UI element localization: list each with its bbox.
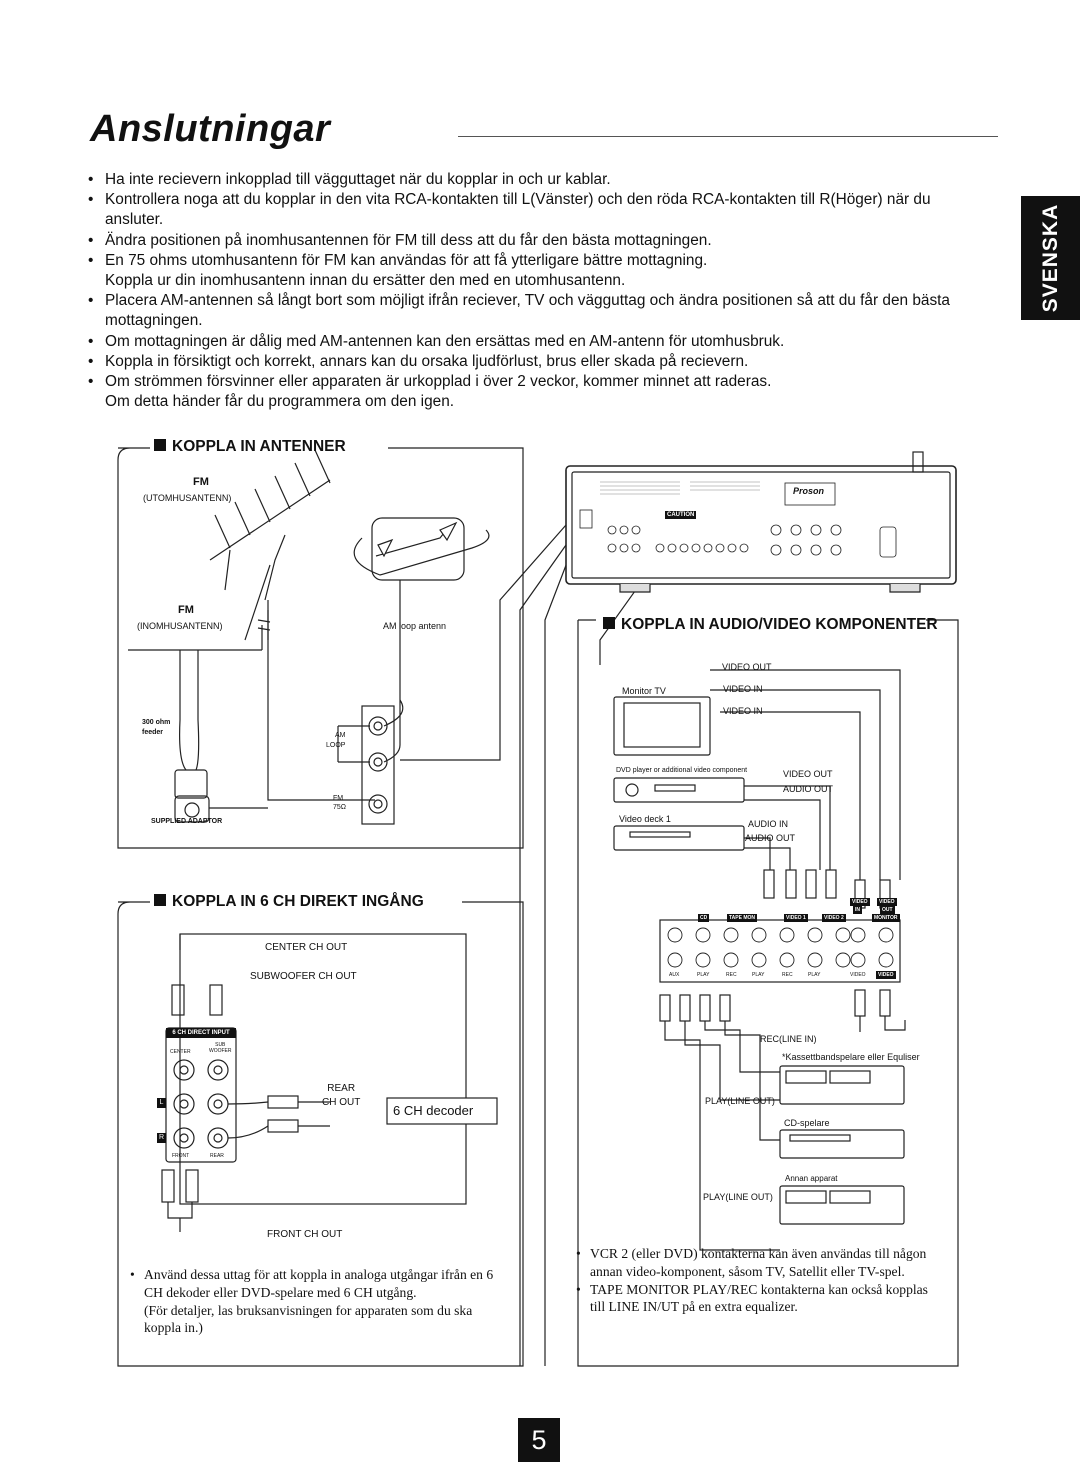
page-number: 5 [518,1418,560,1462]
decoder-label: 6 CH decoder [393,1103,474,1118]
supplied-adaptor-label: SUPPLIED ADAPTOR [151,818,223,825]
direct-heading: KOPPLA IN 6 CH DIREKT INGÅNG [154,893,424,911]
panel-video-in-label: IN [853,906,862,914]
note-item: •Om mottagningen är dålig med AM-antenne… [88,332,785,350]
direct-text-note: (För detaljer, las bruksanvisningen for … [144,1302,473,1336]
other-device-label: Annan apparat [785,1174,838,1183]
page-title: Anslutningar [90,108,331,150]
deck-audio-in-label: AUDIO IN [748,819,789,829]
note-item: Koppla ur din inomhusantenn innan du ers… [105,272,626,290]
note-item: •En 75 ohms utomhusantenn för FM kan anv… [88,251,708,269]
panel-video-label: VIDEO [850,898,870,906]
6ch-rear-label: REAR [210,1153,224,1159]
loop-terminal-label: LOOP [326,742,346,749]
fm-terminal-label: FM [333,795,344,802]
note-item: •Ändra positionen på inomhusantennen för… [88,231,712,249]
am-terminal-label: AM [335,732,346,739]
rear-out-label: REAR CH OUT [322,1083,361,1108]
panel-tag-cd: CD [698,914,710,922]
rec-line-in-label: REC(LINE IN) [760,1034,817,1044]
panel-bottom-play: PLAY [808,972,821,978]
panel-bottom-aux: AUX [669,972,680,978]
right-note: •TAPE MONITOR PLAY/REC kontakterna kan o… [576,1281,928,1315]
panel-bottom-rec: REC [726,972,737,978]
panel-tag-video1: VIDEO 1 [784,914,808,922]
dvd-label: DVD player or additional video component [616,767,748,774]
panel-bottom-video: VIDEO [876,971,896,979]
tv-video-in-2-label: VIDEO IN [723,706,763,716]
6ch-panel-title: 6 CH DIRECT INPUT [166,1028,236,1038]
receiver-caution: CAUTION [665,511,697,519]
panel-video-label: VIDEO [877,898,897,906]
note-item: •Koppla in försiktigt och korrekt, annar… [88,352,749,370]
feeder-label: 300 ohm feeder [142,719,171,736]
6ch-front-label: FRONT [172,1153,190,1159]
deck-audio-out-label: AUDIO OUT [745,833,796,843]
panel-tag-monitor: MONITOR [872,914,900,922]
square-icon [154,439,166,451]
6ch-sub-label: SUB WOOFER [209,1042,232,1054]
square-icon [154,894,166,906]
fm-indoor-label: FM [178,604,194,616]
av-heading: KOPPLA IN AUDIO/VIDEO KOMPONENTER [603,616,938,634]
antenna-heading: KOPPLA IN ANTENNER [154,438,346,456]
fm-indoor-sub: (INOMHUSANTENN) [137,621,223,631]
note-item: •Ha inte recievern inkopplad till väggut… [88,171,611,188]
panel-bottom-video: VIDEO [850,972,866,978]
panel-bottom-rec: REC [782,972,793,978]
video-deck-label: Video deck 1 [619,814,671,824]
direct-text-bullet: •Använd dessa uttag för att koppla in an… [130,1267,494,1300]
notes-list: •Ha inte recievern inkopplad till väggut… [85,170,985,412]
cd-player-label: CD-spelare [784,1118,830,1128]
fm-outdoor-label: FM [193,476,209,488]
play-line-out-2-label: PLAY(LINE OUT) [703,1192,773,1202]
6ch-r-label: R [157,1133,166,1143]
monitor-tv-label: Monitor TV [622,686,666,696]
note-item: •Placera AM-antennen så långt bort som m… [88,292,950,330]
note-item: •Om strömmen försvinner eller apparaten … [88,373,772,391]
language-tab: SVENSKA [1021,196,1080,320]
right-note: •VCR 2 (eller DVD) kontakterna kan även … [576,1246,927,1279]
6ch-center-label: CENTER [170,1049,191,1055]
direct-text: •Använd dessa uttag för att koppla in an… [130,1266,500,1337]
tv-video-in-label: VIDEO IN [723,684,763,694]
square-icon [603,617,615,629]
panel-tag-video2: VIDEO 2 [822,914,846,922]
center-out-label: CENTER CH OUT [265,942,348,953]
right-notes: •VCR 2 (eller DVD) kontakterna kan även … [576,1245,946,1316]
panel-bottom-play: PLAY [752,972,765,978]
front-out-label: FRONT CH OUT [267,1229,343,1240]
receiver-brand: Proson [793,486,825,496]
play-line-out-1-label: PLAY(LINE OUT) [705,1096,775,1106]
dvd-video-out-label: VIDEO OUT [783,769,833,779]
dvd-audio-out-label: AUDIO OUT [783,784,834,794]
fm-outdoor-sub: (UTOMHUSANTENN) [143,493,232,503]
fm-ohm-label: 75Ω [333,804,347,811]
6ch-l-label: L [157,1098,166,1108]
am-loop-label: AM loop antenn [383,621,447,631]
note-item: •Kontrollera noga att du kopplar in den … [88,191,931,229]
title-rule [458,136,998,137]
subwoofer-out-label: SUBWOOFER CH OUT [250,971,357,982]
video-out-top-label: VIDEO OUT [722,662,772,672]
panel-video-out-label: OUT [880,906,895,914]
cassette-label: *Kassettbandspelare eller Equliser [782,1052,920,1062]
panel-bottom-play: PLAY [697,972,710,978]
note-item: Om detta händer får du programmera om de… [105,393,455,411]
panel-tag-tape-mon: TAPE MON [727,914,758,922]
